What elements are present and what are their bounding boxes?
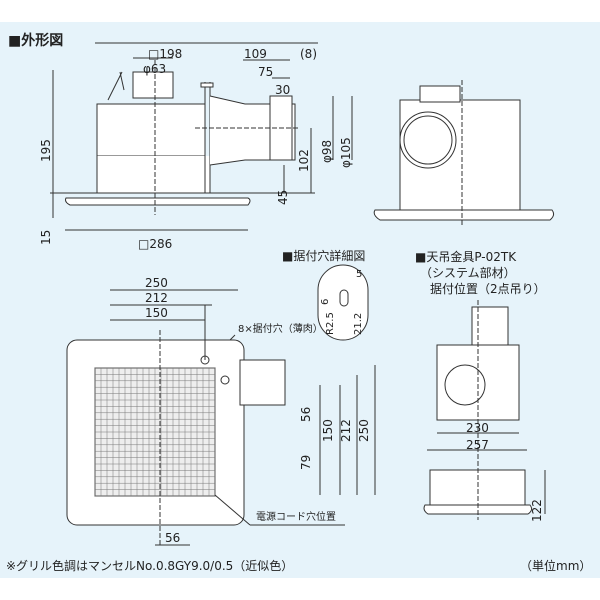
dim-width-top: □198 (148, 47, 183, 61)
dim-v79: 79 (299, 454, 313, 470)
dim-v56: 56 (299, 406, 313, 422)
detail-dim-6: 6 (320, 298, 331, 305)
detail-dim-r: R2.5 (325, 312, 336, 335)
dim-paren-8: (8) (300, 47, 317, 61)
unit-label: （単位mm） (520, 559, 592, 573)
dim-230: 230 (466, 421, 489, 435)
detail-dim-212: 21.2 (353, 312, 364, 335)
dim-195: 195 (39, 139, 53, 162)
cord-hole-label: 電源コード穴位置 (256, 512, 336, 523)
dim-257: 257 (466, 438, 489, 452)
section-title-outline: ■外形図 (8, 33, 64, 49)
side-view-outline (373, 80, 555, 225)
dim-45: 45 (276, 189, 290, 205)
footer-note: ※グリル色調はマンセルNo.0.8GY9.0/0.5（近似色） (6, 559, 294, 573)
dim-122: 122 (530, 499, 544, 522)
dim-v150: 150 (321, 419, 335, 442)
hanger-position: 据付位置（2点吊り） (430, 282, 546, 296)
dim-phi105: φ105 (339, 137, 353, 168)
hanger-outline (423, 300, 546, 520)
detail-outline (317, 264, 369, 341)
dim-109: 109 (244, 47, 267, 61)
dim-212: 212 (145, 291, 168, 305)
detail-title: ■据付穴詳細図 (282, 249, 366, 263)
dim-15: 15 (39, 229, 53, 245)
dim-phi98: φ98 (320, 139, 334, 163)
dim-width-bottom: □286 (138, 237, 173, 251)
dim-v250: 250 (357, 419, 371, 442)
detail-dim-5: 5 (356, 269, 363, 280)
dim-250: 250 (145, 276, 168, 290)
dim-b56: 56 (165, 531, 181, 545)
dim-150: 150 (145, 306, 168, 320)
dim-30: 30 (275, 83, 291, 97)
front-view-outline (50, 42, 353, 231)
mounting-holes-label: 8×据付穴（薄肉） (238, 324, 323, 335)
hanger-subtitle: （システム部材） (420, 266, 516, 280)
dim-phi63: φ63 (143, 62, 167, 76)
dim-75: 75 (258, 65, 274, 79)
plan-view-outline (66, 289, 376, 546)
dim-102: 102 (297, 149, 311, 172)
hanger-title: ■天吊金具P-02TK (415, 250, 517, 264)
dim-v212: 212 (339, 419, 353, 442)
